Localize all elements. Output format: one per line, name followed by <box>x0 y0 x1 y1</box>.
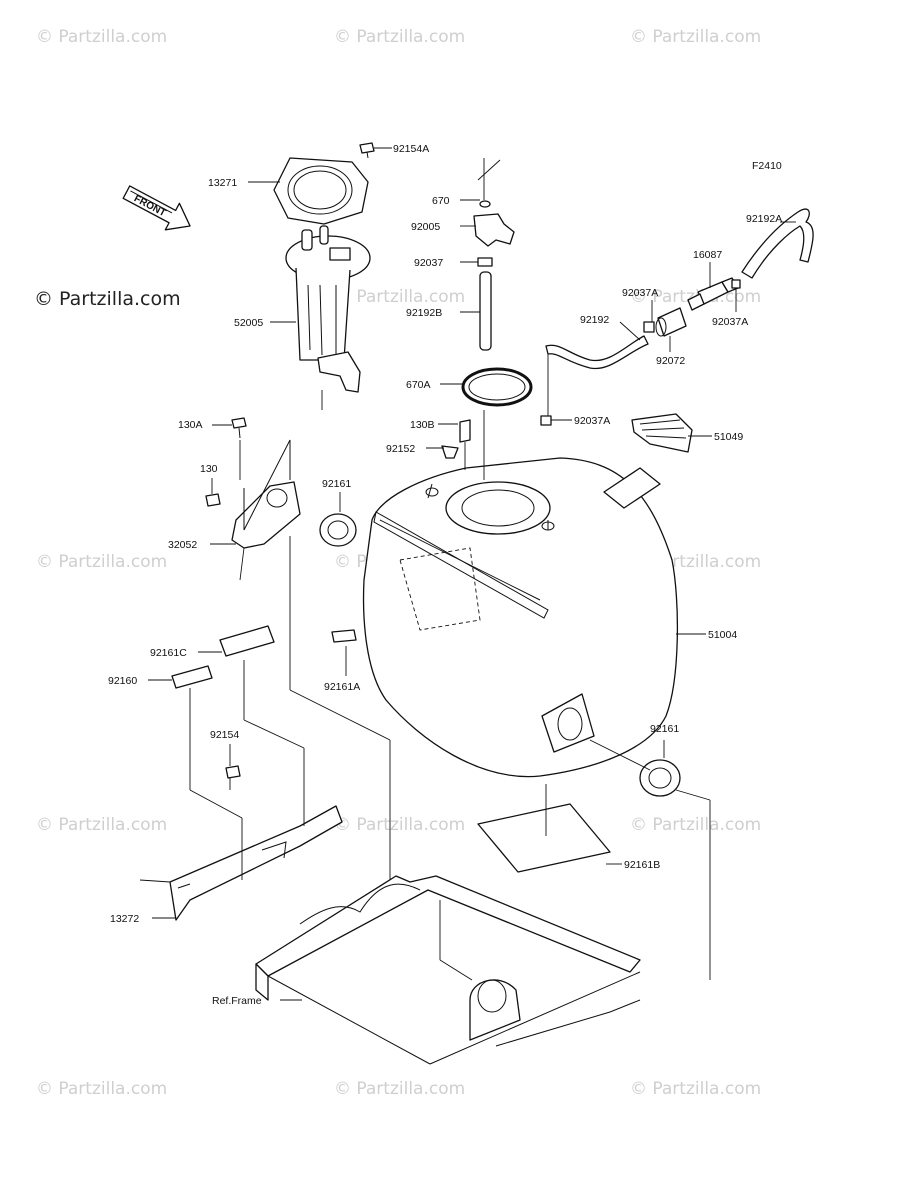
fuel-filter-16087 <box>687 277 739 311</box>
part-label: 16087 <box>693 249 722 261</box>
fitting-92005 <box>473 213 515 247</box>
part-label: 51049 <box>714 431 743 443</box>
part-label: 92161 <box>650 723 679 735</box>
fuel-cap-51049 <box>631 413 693 453</box>
grommet-92161-right <box>639 759 681 797</box>
part-label: 51004 <box>708 629 737 641</box>
fuel-tank-51004 <box>362 457 679 778</box>
leader-lines <box>139 147 796 1001</box>
hose-92192a <box>741 208 814 279</box>
hose-92192 <box>545 335 649 370</box>
bolt-130b <box>459 419 471 443</box>
part-label: 32052 <box>168 539 197 551</box>
part-label: 92037 <box>414 257 443 269</box>
part-label: 92154A <box>393 143 429 155</box>
part-label: 92037A <box>712 316 748 328</box>
part-label: 92072 <box>656 355 685 367</box>
part-label: 92037A <box>574 415 610 427</box>
bolt-92154 <box>225 765 241 779</box>
part-label: 670A <box>406 379 431 391</box>
watermark: © Partzilla.com <box>630 815 761 835</box>
watermark: © Partzilla.com <box>630 1079 761 1099</box>
brand-mark: © Partzilla.com <box>34 288 181 310</box>
o-ring-670 <box>479 200 491 208</box>
bracket-32052 <box>231 439 301 549</box>
pad-92161a <box>331 629 357 643</box>
watermark: © Partzilla.com <box>334 815 465 835</box>
grommet-92161-left <box>319 513 357 547</box>
part-label: 670 <box>432 195 450 207</box>
clamp-92037 <box>477 257 493 267</box>
hose-92192b <box>479 271 492 351</box>
part-label: 92037A <box>622 287 658 299</box>
watermark: © Partzilla.com <box>334 27 465 47</box>
pad-92160 <box>171 665 213 689</box>
part-label: Ref.Frame <box>212 995 262 1007</box>
part-labels: 92154A 13271 670 92005 92037 92192B 5200… <box>108 143 782 1007</box>
watermark: © Partzilla.com <box>36 552 167 572</box>
part-label: 92192B <box>406 307 442 319</box>
part-label: 52005 <box>234 317 263 329</box>
part-label: 92005 <box>411 221 440 233</box>
bolt-92154a <box>359 142 375 159</box>
fuel-pump-assembly <box>285 225 371 410</box>
part-label: 92192 <box>580 314 609 326</box>
part-label: 92154 <box>210 729 239 741</box>
bracket-13272 <box>169 805 343 921</box>
clamp-92037a <box>731 279 741 289</box>
part-label: 92152 <box>386 443 415 455</box>
watermark: © Partzilla.com <box>36 27 167 47</box>
watermark: © Partzilla.com <box>630 27 761 47</box>
clamp-92037a <box>540 415 552 426</box>
part-label: 92161B <box>624 859 660 871</box>
part-label: 92192A <box>746 213 782 225</box>
part-label: 92161C <box>150 647 187 659</box>
watermark: © Partzilla.com <box>334 1079 465 1099</box>
part-label: 130A <box>178 419 203 431</box>
part-label: 130 <box>200 463 218 475</box>
watermark: © Partzilla.com <box>36 815 167 835</box>
pad-92161c <box>219 625 275 657</box>
watermark: © Partzilla.com <box>334 287 465 307</box>
part-label: 92161A <box>324 681 360 693</box>
part-label: 92161 <box>322 478 351 490</box>
part-label: 92160 <box>108 675 137 687</box>
plug-92152 <box>441 445 459 459</box>
clamp-92037a <box>643 321 655 333</box>
pump-gasket <box>273 157 369 225</box>
bolt-130 <box>205 493 221 507</box>
bolt-130a <box>231 417 247 439</box>
grommet-92072 <box>655 307 687 337</box>
front-arrow-icon: FRONT <box>122 185 191 231</box>
part-label: 13271 <box>208 177 237 189</box>
part-label: 13272 <box>110 913 139 925</box>
pad-92161b <box>477 803 611 873</box>
figure-code: F2410 <box>752 160 782 172</box>
watermark: © Partzilla.com <box>36 1079 167 1099</box>
o-ring-670a <box>461 367 533 407</box>
part-label: 130B <box>410 419 435 431</box>
reference-frame <box>255 875 641 1065</box>
